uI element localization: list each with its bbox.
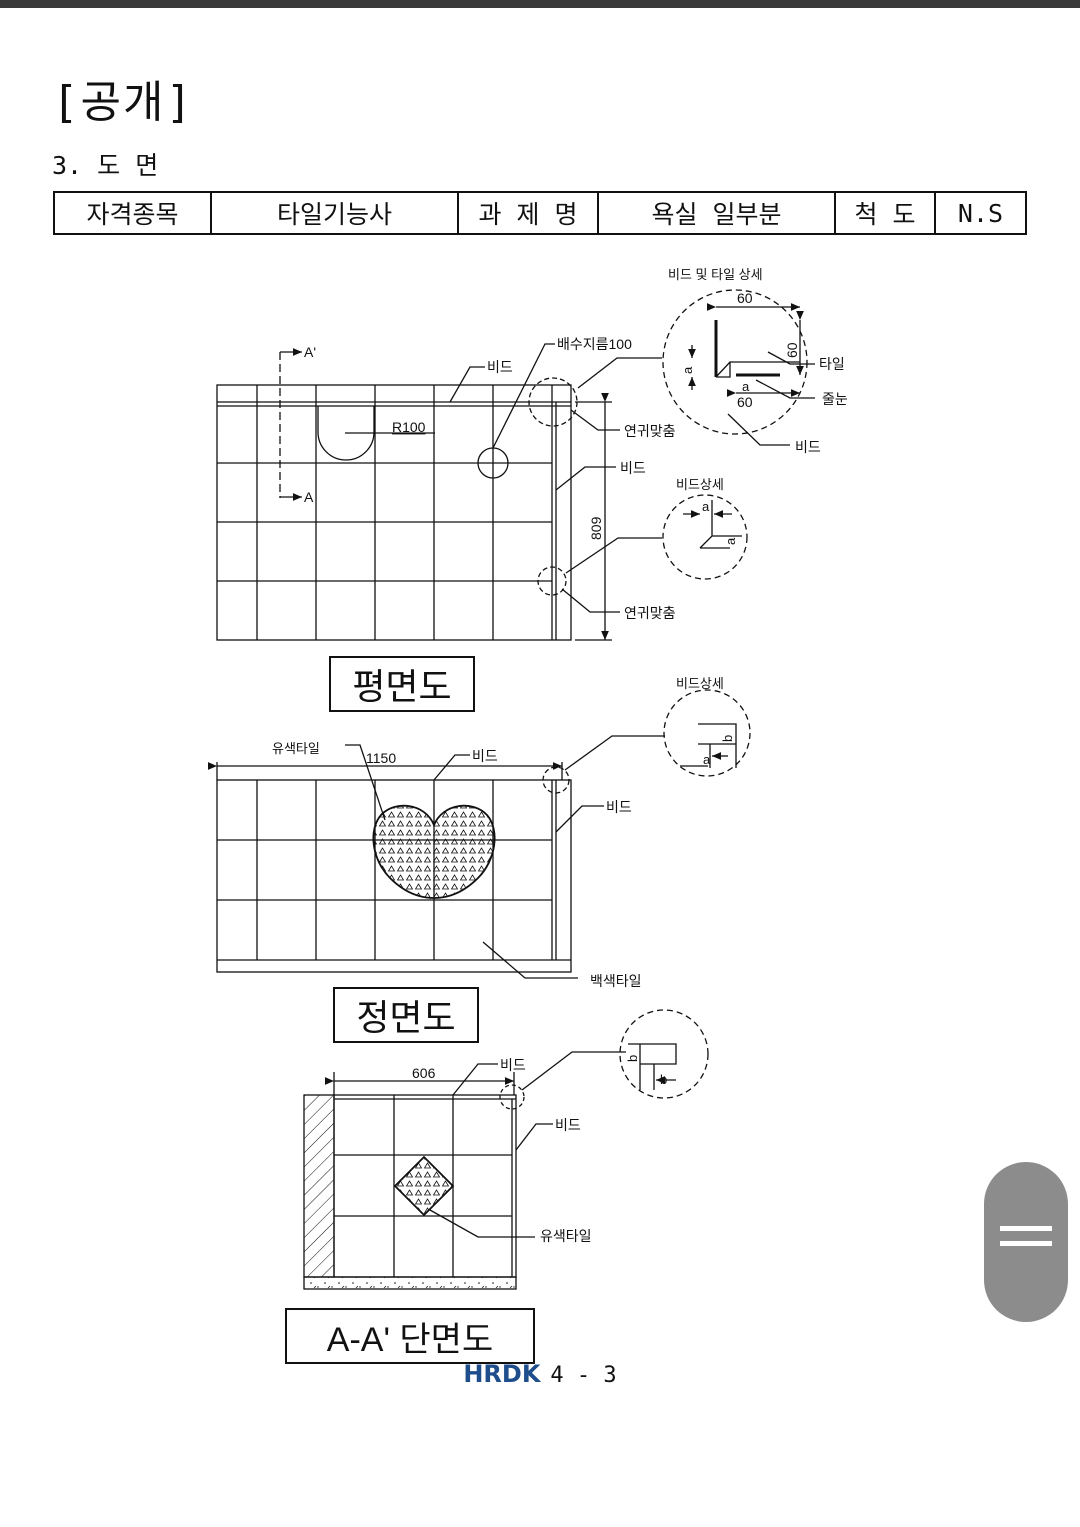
qual-label: 자격종목 [53, 191, 212, 235]
plan-drain-label: 배수지름100 [557, 336, 632, 352]
front-bead-right: 비드 [606, 799, 632, 815]
task-value: 욕실 일부분 [597, 191, 836, 235]
colored-tile-diamond [393, 1155, 455, 1217]
plan-detail-dim-right: 60 [784, 342, 800, 358]
section-bead-right: 비드 [555, 1117, 581, 1133]
plan-bead-a-1: a [702, 499, 710, 514]
task-label: 과 제 명 [457, 191, 599, 235]
colored-tile-heart [372, 804, 496, 899]
page-footer: HRDK 4 - 3 [0, 1360, 1080, 1388]
plan-title: 평면도 [329, 656, 475, 712]
info-table: 자격종목 타일기능사 과 제 명 욕실 일부분 척 도 N.S [53, 191, 1027, 235]
plan-height-dim: 809 [588, 516, 604, 540]
section-b-1: b [660, 1072, 667, 1087]
plan-bead-label-right: 비드 [620, 460, 646, 476]
plan-detail-tile: 타일 [819, 356, 845, 372]
plan-bead-label: 비드 [487, 359, 513, 375]
plan-detail-dim-bottom: 60 [737, 394, 753, 410]
hrdk-logo: HRDK [463, 1360, 541, 1388]
front-colored-tile-label: 유색타일 [272, 741, 320, 756]
menu-bar-icon [1000, 1241, 1052, 1246]
section-view: 606 비드 비드 유색타일 b b [303, 1009, 709, 1290]
front-view: 1150 유색타일 비드 비드 백색타일 비드상세 a b [207, 676, 751, 989]
front-width-dim: 1150 [366, 750, 396, 766]
section-heading: 3. 도 면 [52, 151, 159, 180]
plan-section-bottom: A [304, 489, 314, 505]
plan-detail-title: 비드 및 타일 상세 [668, 267, 763, 282]
front-white-tile-label: 백색타일 [590, 973, 642, 989]
section-title: A-A' 단면도 [285, 1308, 535, 1364]
plan-detail-joint: 줄눈 [822, 391, 848, 407]
scale-label: 척 도 [834, 191, 936, 235]
section-colored-tile-label: 유색타일 [540, 1228, 592, 1244]
plan-bead-a-2: a [723, 537, 738, 545]
plan-view: A' A R100 비드 배수지름100 연귀맞춤 비드 연귀맞춤 809 비드… [216, 267, 848, 641]
section-width-dim: 606 [412, 1065, 436, 1081]
plan-detail-a-2: a [680, 366, 695, 374]
front-bead-b: b [720, 735, 735, 742]
plan-bead-detail-title: 비드상세 [676, 477, 724, 492]
section-b-2: b [625, 1055, 640, 1062]
plan-detail-dim-top: 60 [737, 290, 753, 306]
front-bead-detail-title: 비드상세 [676, 676, 724, 691]
menu-bar-icon [1000, 1226, 1052, 1231]
front-bead-top: 비드 [472, 748, 498, 764]
plan-section-top: A' [304, 344, 316, 360]
plan-radius: R100 [392, 419, 426, 435]
front-bead-a: a [703, 752, 711, 767]
front-title: 정면도 [333, 987, 479, 1043]
page-number: 4 - 3 [550, 1363, 617, 1388]
scale-value: N.S [934, 191, 1027, 235]
top-bar [0, 0, 1080, 8]
page-title: [공개] [52, 77, 194, 128]
qual-value: 타일기능사 [210, 191, 459, 235]
plan-detail-bead: 비드 [795, 439, 821, 455]
plan-detail-a-1: a [742, 379, 750, 394]
section-bead-top: 비드 [500, 1057, 526, 1073]
plan-miter-top: 연귀맞춤 [624, 423, 676, 439]
menu-button[interactable] [984, 1162, 1068, 1322]
plan-miter-bottom: 연귀맞춤 [624, 605, 676, 621]
